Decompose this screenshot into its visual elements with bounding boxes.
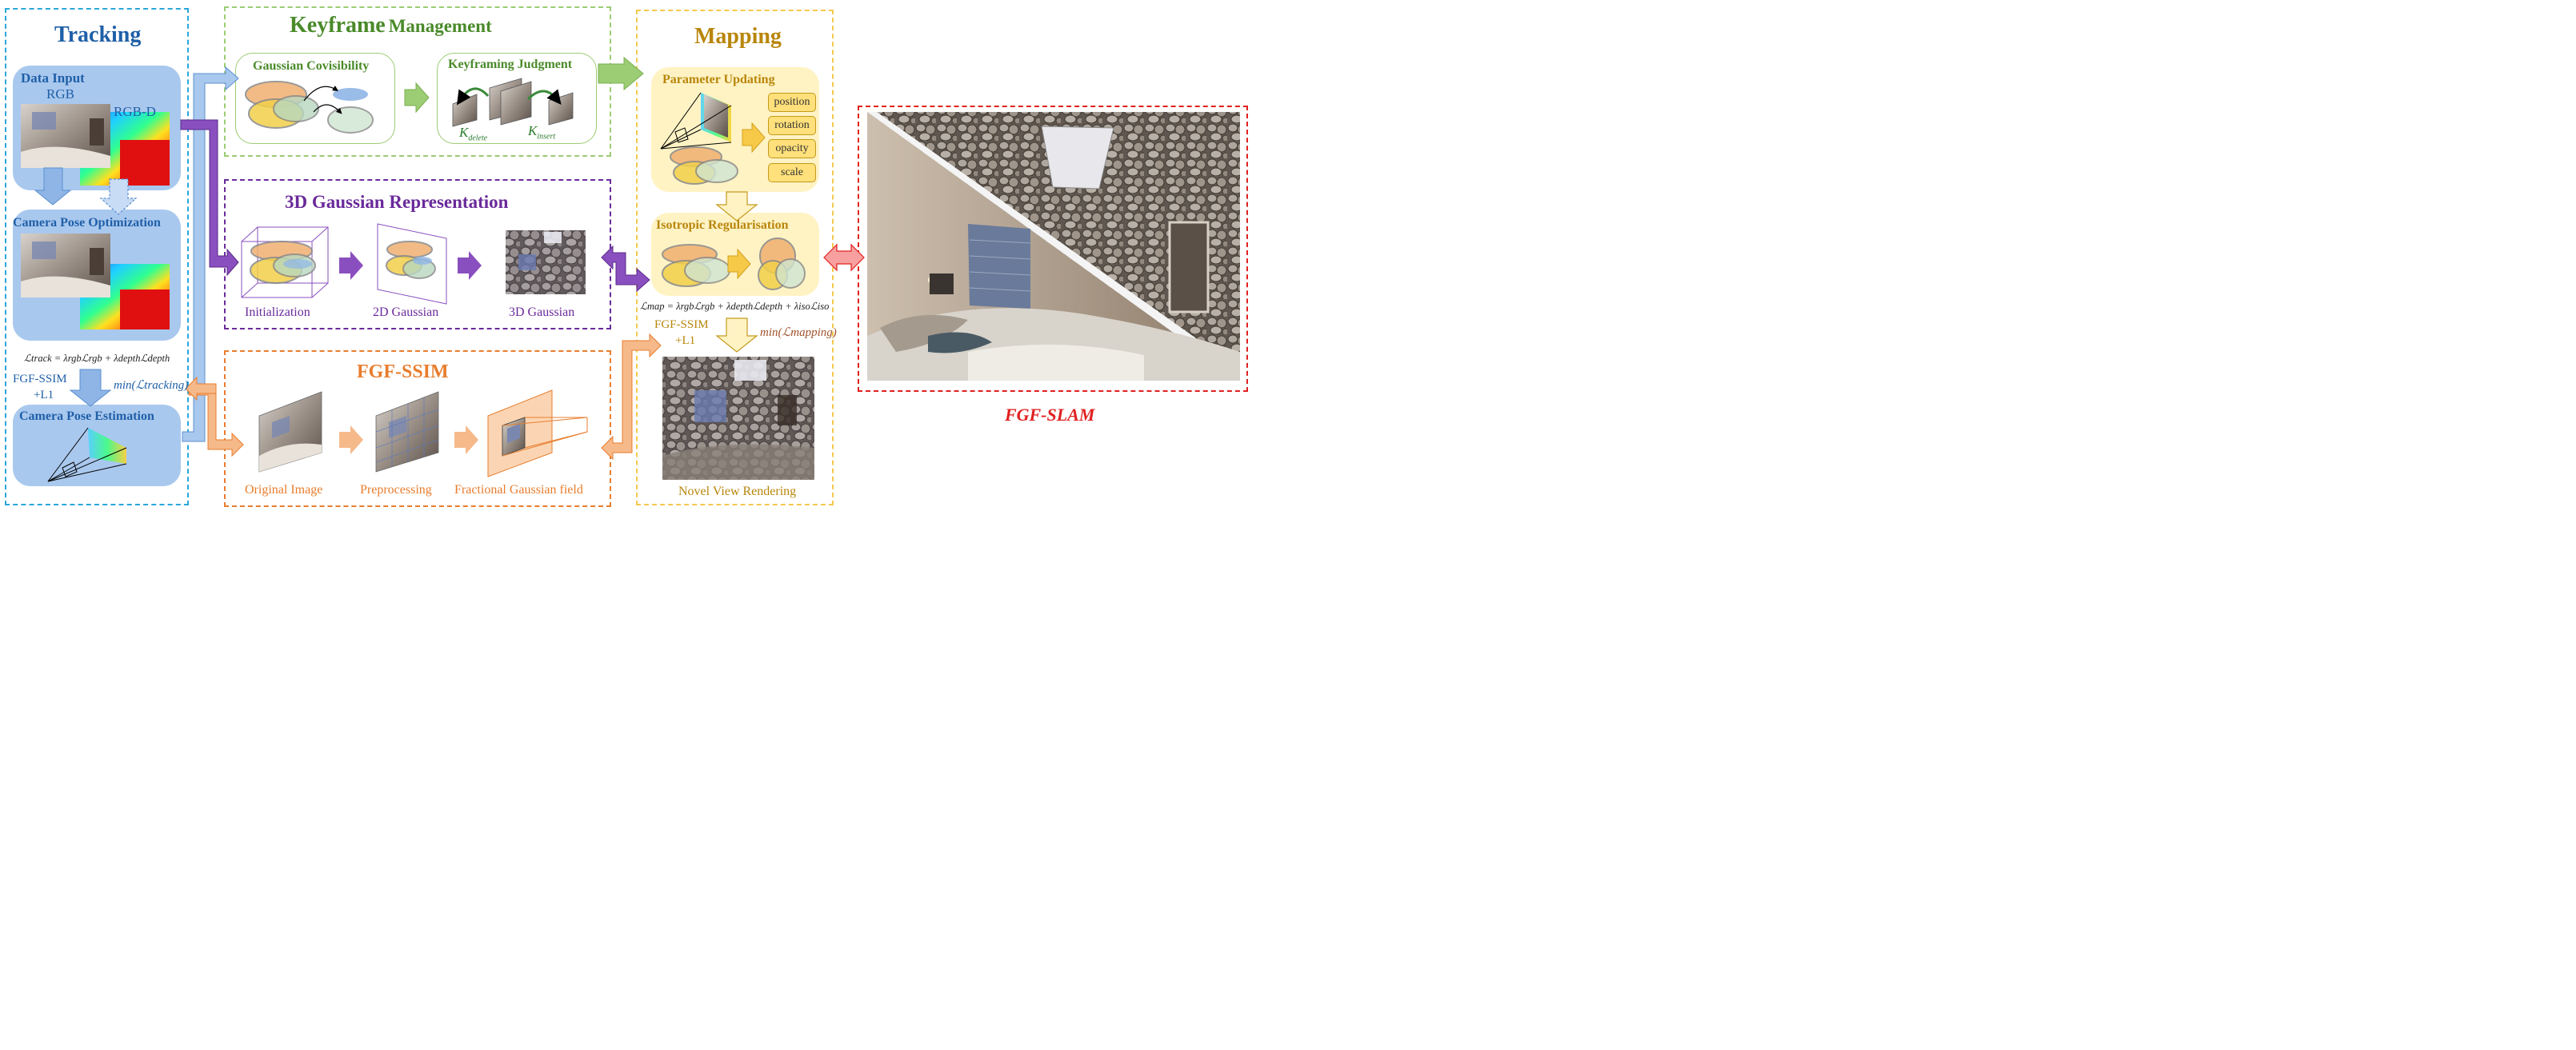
- tracking-frame: [5, 8, 189, 505]
- mapping-loss: ℒmap = λrgbℒrgb + λdepthℒdepth + λisoℒis…: [640, 301, 830, 312]
- 2d-gaussian-plane: [377, 223, 447, 305]
- parameter-updating-title: Parameter Updating: [662, 73, 775, 86]
- purple-arrow-2: [458, 251, 482, 280]
- param-scale: scale: [768, 163, 816, 182]
- camera-pose-estimation-title: Camera Pose Estimation: [19, 409, 154, 423]
- param-rotation: rotation: [768, 116, 816, 135]
- representation-title: 3D Gaussian Representation: [285, 192, 509, 212]
- 2d-gaussian-label: 2D Gaussian: [373, 305, 439, 319]
- gaussian-covisibility-title: Gaussian Covisibility: [253, 59, 370, 73]
- camera-frustum-tracking: [47, 427, 127, 482]
- arrow-depth-to-optimization: [99, 178, 138, 215]
- tracking-l1-label: +L1: [34, 389, 54, 401]
- fractional-gaussian-field: [487, 389, 588, 477]
- orange-arrow-to-tracking-loss: [185, 376, 217, 401]
- green-arrow-to-mapping: [598, 56, 644, 91]
- result-frame: [858, 106, 1248, 392]
- arrow-data-to-optimization: [34, 167, 72, 206]
- 3d-gaussian-label: 3D Gaussian: [509, 305, 575, 319]
- k-delete-label: Kdelete: [459, 125, 487, 142]
- diagram-graphics: [21, 56, 1240, 482]
- tracking-min-loss: min(ℒtracking): [114, 379, 189, 392]
- fgf-slam-result-image: [867, 112, 1240, 381]
- 3d-gaussian-render: [506, 230, 586, 294]
- blue-connector: [182, 66, 239, 442]
- yellow-arrow-params: [742, 122, 766, 154]
- camera-frustum-mapping: [660, 92, 738, 185]
- isotropic-gaussians: [662, 238, 806, 290]
- covisibility-gaussians: [245, 81, 374, 134]
- camera-pose-optimization-images: [21, 234, 170, 329]
- keyframe-title-a: Keyframe: [290, 13, 386, 38]
- yellow-arrow-down-1: [715, 191, 758, 222]
- orange-connector-mapping: [601, 333, 662, 461]
- k-delete-k: K: [459, 125, 469, 140]
- tracking-loss: ℒtrack = λrgbℒrgb + λdepthℒdepth: [24, 353, 170, 364]
- novel-view-rendering-label: Novel View Rendering: [678, 485, 797, 498]
- keyframing-judgment-title: Keyframing Judgment: [448, 58, 573, 71]
- preprocessed-image: [375, 391, 439, 473]
- camera-pose-optimization-title: Camera Pose Optimization: [13, 216, 161, 230]
- yellow-arrow-iso: [727, 248, 751, 280]
- red-double-arrow: [823, 243, 865, 272]
- param-position: position: [768, 93, 816, 112]
- initialization-cube: [241, 226, 329, 298]
- mapping-min-loss: min(ℒmapping): [760, 326, 837, 339]
- keyframe-title-b: Management: [388, 16, 492, 36]
- data-input-images: [21, 104, 170, 186]
- k-insert-label: Kinsert: [528, 123, 555, 141]
- initialization-label: Initialization: [245, 305, 310, 319]
- mapping-fgf-ssim-label: FGF-SSIM: [654, 318, 709, 331]
- fractional-gaussian-field-label: Fractional Gaussian field: [454, 483, 583, 497]
- rgb-label: RGB: [46, 86, 74, 102]
- green-arrow-covisibility: [404, 82, 430, 114]
- purple-connector: [180, 119, 239, 277]
- arrow-loss-to-estimation: [69, 369, 112, 407]
- purple-connector-mapping: [601, 245, 650, 293]
- fgf-slam-caption: FGF-SLAM: [1005, 405, 1095, 425]
- preprocessing-label: Preprocessing: [360, 483, 432, 497]
- param-opacity: opacity: [768, 139, 816, 158]
- original-image: [258, 391, 322, 473]
- purple-arrow-1: [339, 251, 363, 280]
- mapping-l1-label: +L1: [675, 334, 696, 347]
- yellow-arrow-down-2: [715, 317, 758, 353]
- original-image-label: Original Image: [245, 483, 323, 497]
- keyframe-title: Keyframe Management: [290, 13, 492, 38]
- orange-connector-tracking: [188, 388, 244, 457]
- orange-arrow-2: [454, 425, 478, 454]
- tracking-title: Tracking: [54, 22, 142, 47]
- isotropic-regularisation-title: Isotropic Regularisation: [656, 218, 789, 232]
- mapping-title: Mapping: [694, 24, 782, 49]
- fgf-ssim-frame: [224, 350, 611, 507]
- k-delete-sub: delete: [468, 134, 488, 143]
- rgbd-label: RGB-D: [114, 104, 156, 119]
- keyframing-judgment-images: [452, 78, 574, 127]
- tracking-fgf-ssim-label: FGF-SSIM: [13, 373, 67, 385]
- k-insert-k: K: [528, 123, 538, 138]
- novel-view-render: [662, 357, 814, 480]
- k-insert-sub: insert: [537, 132, 556, 142]
- orange-arrow-1: [339, 425, 363, 454]
- fgf-ssim-title: FGF-SSIM: [357, 361, 449, 382]
- data-input-title: Data Input: [21, 70, 85, 86]
